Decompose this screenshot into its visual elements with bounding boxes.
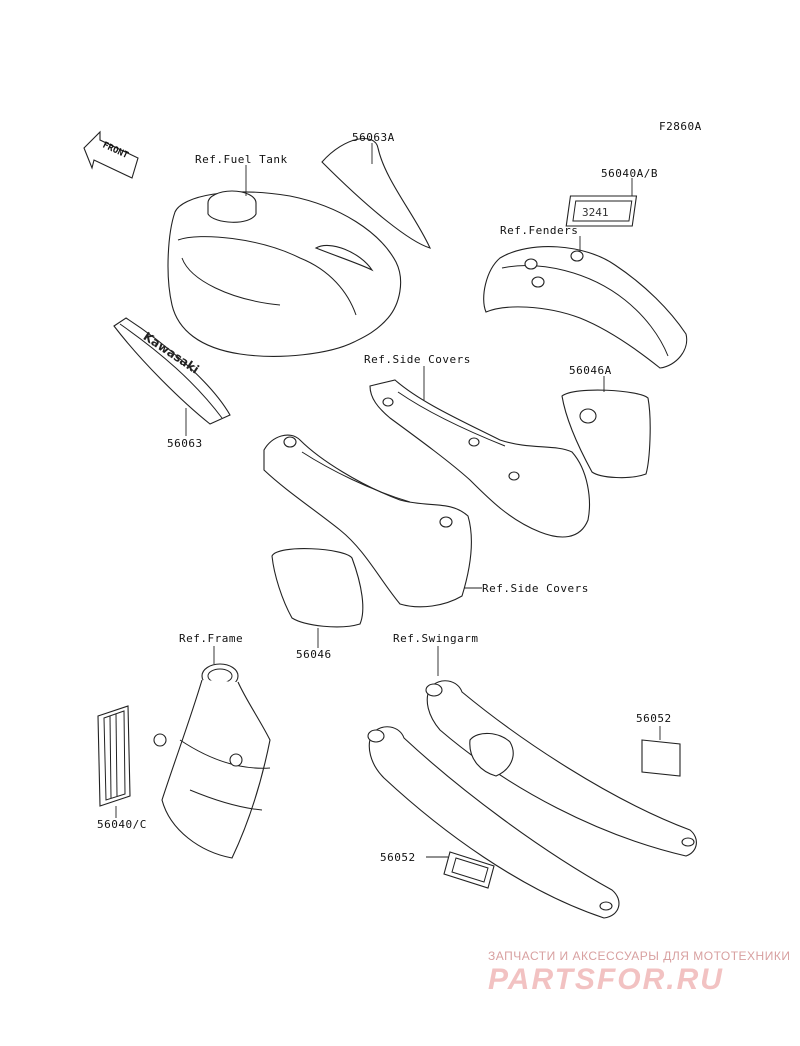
part-label-56052-bottom: 56052	[380, 851, 416, 864]
ref-label-swingarm: Ref.Swingarm	[393, 632, 479, 645]
decal-56063a	[321, 137, 432, 249]
decal-56040c	[97, 705, 131, 807]
decal-56052-right	[641, 739, 681, 777]
front-fender	[483, 246, 688, 369]
decal-number-text: 3241	[582, 206, 609, 219]
decal-56052-bottom	[443, 851, 495, 889]
frame	[153, 663, 271, 859]
side-cover-left	[263, 434, 472, 608]
side-cover-right	[369, 379, 590, 538]
part-label-56046: 56046	[296, 648, 332, 661]
part-label-56063: 56063	[167, 437, 203, 450]
decal-56046	[271, 548, 364, 628]
part-label-56040ab: 56040A/B	[601, 167, 658, 180]
fuel-tank	[167, 190, 402, 357]
watermark-logo: PARTSFOR.RU	[488, 963, 724, 996]
ref-label-fenders: Ref.Fenders	[500, 224, 579, 237]
decal-56040ab: 3241	[565, 195, 638, 227]
part-label-56040c: 56040/C	[97, 818, 147, 831]
watermark-tagline: ЗАПЧАСТИ И АКСЕССУАРЫ ДЛЯ МОТОТЕХНИКИ	[488, 949, 791, 963]
diagram-code: F2860A	[659, 120, 702, 133]
swingarm	[367, 680, 697, 919]
ref-label-frame: Ref.Frame	[179, 632, 244, 645]
front-arrow-icon: FRONT	[83, 130, 139, 179]
ref-label-side-covers-top: Ref.Side Covers	[364, 353, 471, 366]
part-label-56046a: 56046A	[569, 364, 612, 377]
ref-label-fuel-tank: Ref.Fuel Tank	[195, 153, 288, 166]
part-label-56063a: 56063A	[352, 131, 395, 144]
ref-label-side-covers-bottom: Ref.Side Covers	[482, 582, 589, 595]
part-label-56052-right: 56052	[636, 712, 672, 725]
